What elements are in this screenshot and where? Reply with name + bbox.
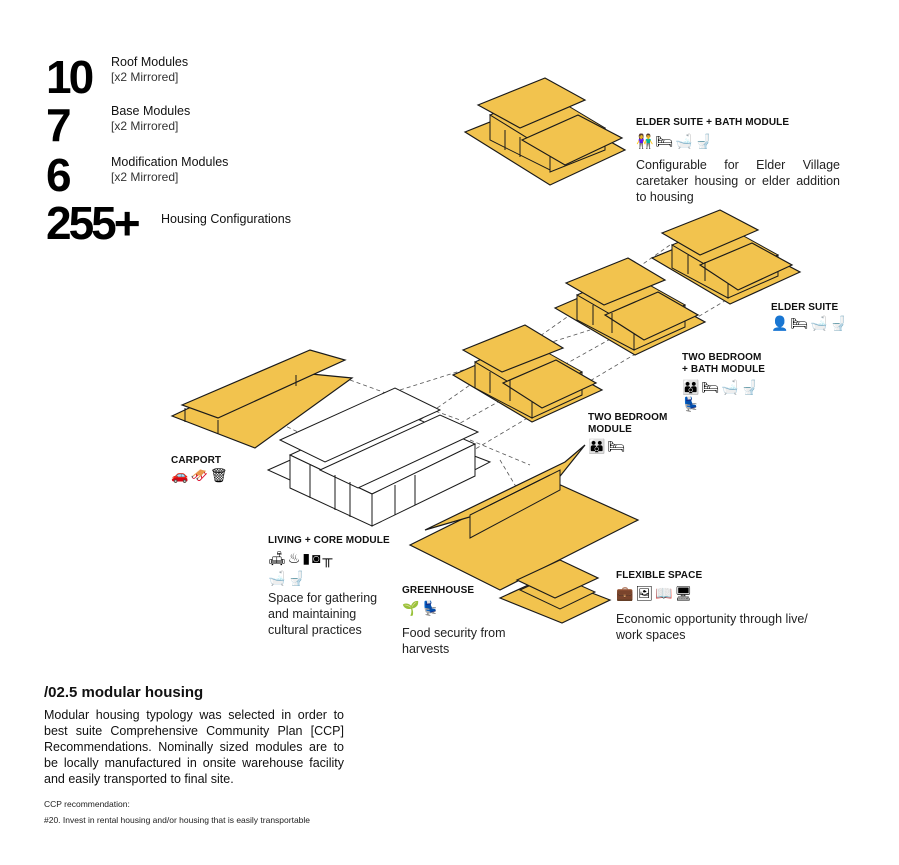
bath-icon: 🛁: [675, 133, 695, 149]
stat-label-base: Base Modules: [111, 104, 191, 118]
elder-suite-bath-title: ELDER SUITE + BATH MODULE: [636, 117, 790, 128]
fridge-icon: ▮: [302, 550, 313, 566]
plant-icon: 🌱: [402, 600, 422, 616]
stat-number-modification: 6: [46, 149, 72, 201]
elder-icons: 👫🛏🛁🚽: [636, 133, 714, 149]
stat-sub-roof: [x2 Mirrored]: [111, 70, 179, 84]
bed-icon: 🛏: [790, 315, 811, 331]
bath-icon: 🛁: [810, 315, 830, 331]
washer-icon: ◙: [312, 550, 323, 566]
car-icon: 🚗: [171, 467, 191, 483]
two-bedroom-icons: 👪🛏: [588, 438, 627, 454]
two-bedroom-bath-title-line1: TWO BEDROOM: [682, 352, 762, 363]
elder-suite-icons: 👤🛏🛁🚽: [771, 315, 849, 331]
desk-icon: 🖥: [674, 585, 695, 601]
ccp-note: #20. Invest in rental housing and/or hou…: [44, 815, 311, 825]
bed-icon: 🛏: [655, 133, 676, 149]
stat-sub-modification: [x2 Mirrored]: [111, 170, 179, 184]
elder-suite-module-graphic: [650, 209, 802, 305]
section-body: Modular housing typology was selected in…: [44, 708, 344, 786]
ccp-note-label: CCP recommendation:: [44, 799, 130, 809]
toilet-icon: 🚽: [694, 133, 715, 149]
stat-label-modification: Modification Modules: [111, 155, 229, 169]
greenhouse-desc: Food security from harvests: [402, 626, 506, 656]
greenhouse-graphic: [408, 444, 640, 591]
two-bedroom-bath-module-graphic: [553, 257, 707, 356]
greenhouse-title: GREENHOUSE: [402, 585, 475, 596]
carport-title: CARPORT: [171, 455, 222, 466]
briefcase-icon: 💼: [616, 585, 636, 601]
stat-sub-base: [x2 Mirrored]: [111, 119, 179, 133]
stat-label-configurations: Housing Configurations: [161, 212, 291, 226]
toilet-icon: 🚽: [829, 315, 850, 331]
flexible-space-title: FLEXIBLE SPACE: [616, 570, 703, 581]
elder-suite-bath-module-graphic: [463, 77, 627, 186]
living-core-icons: 🛋♨▮◙╥: [268, 550, 334, 566]
living-core-desc: Space for gathering and maintaining cult…: [268, 591, 378, 637]
trash-can-icon: 🗑: [209, 467, 230, 483]
armchair-icon: 💺: [421, 600, 441, 616]
two-bedroom-title-line2: MODULE: [588, 424, 632, 435]
easel-icon: 🖼: [635, 585, 656, 601]
toilet-icon: 🚽: [287, 570, 307, 586]
bath-icon: 🛁: [721, 379, 741, 395]
snowmobile-icon: 🛷: [190, 467, 210, 483]
stat-number-base: 7: [46, 99, 72, 151]
living-core-module-graphic: [266, 387, 492, 527]
carport-icons: 🚗🛷🗑: [171, 467, 230, 483]
bed-icon: 🛏: [701, 379, 722, 395]
two-bedroom-bath-title-line2: + BATH MODULE: [682, 364, 766, 375]
family-icon: 👪: [682, 379, 702, 395]
section-heading: /02.5 modular housing: [44, 684, 204, 701]
stove-icon: ♨: [287, 550, 303, 566]
flexible-space-desc: Economic opportunity through live/ work …: [616, 612, 808, 642]
elder-icon: 👤: [771, 315, 791, 331]
two-bedroom-bath-icons-row2: 💺: [682, 396, 701, 412]
carport-graphic: [170, 349, 354, 449]
elders-icon: 👫: [636, 133, 656, 149]
living-core-icons-row2: 🛁🚽: [268, 570, 307, 586]
book-icon: 📖: [655, 585, 675, 601]
family-icon: 👪: [588, 438, 608, 454]
stat-number-configurations: 255+: [46, 197, 141, 249]
elder-suite-title: ELDER SUITE: [771, 302, 839, 313]
armchair-icon: 💺: [682, 396, 702, 412]
bath-icon: 🛁: [268, 570, 288, 586]
flexible-space-graphic: [498, 559, 612, 624]
flexible-space-icons: 💼🖼📖🖥: [616, 585, 694, 601]
stat-number-roof: 10: [46, 51, 94, 103]
sofa-icon: 🛋: [268, 550, 288, 566]
toilet-icon: 🚽: [740, 379, 761, 395]
two-bedroom-title-line1: TWO BEDROOM: [588, 412, 668, 423]
two-bedroom-bath-icons: 👪🛏🛁🚽: [682, 379, 760, 395]
dining-table-icon: ╥: [322, 550, 335, 566]
living-core-title: LIVING + CORE MODULE: [268, 535, 390, 546]
two-bedroom-module-graphic: [451, 324, 604, 423]
stat-label-roof: Roof Modules: [111, 55, 189, 69]
bed-icon: 🛏: [607, 438, 628, 454]
greenhouse-icons: 🌱💺: [402, 600, 441, 616]
elder-suite-bath-desc: Configurable for Elder Village caretaker…: [636, 158, 840, 204]
